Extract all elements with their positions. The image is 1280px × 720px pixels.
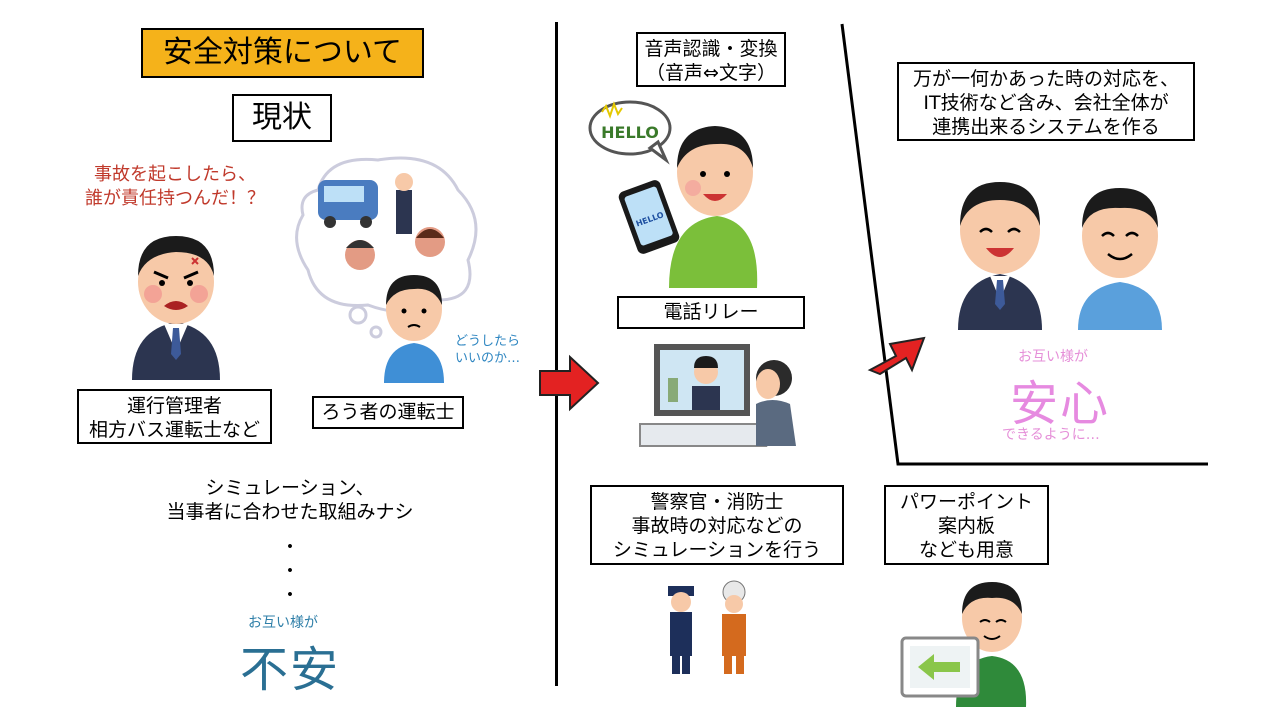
system-label: 万が一何かあった時の対応を、 IT技術など含み、会社全体が 連携出来るシステムを… bbox=[897, 62, 1195, 141]
thought-bubble-illustration bbox=[295, 156, 478, 339]
smiling-pair-illustration bbox=[958, 182, 1162, 330]
powerpoint-label: パワーポイント 案内板 なども用意 bbox=[884, 485, 1049, 565]
driver-thought: どうしたら いいのか… bbox=[455, 334, 521, 366]
police-fire-label: 警察官・消防士 事故時の対応などの シミュレーションを行う bbox=[590, 485, 844, 565]
man-with-phone-illustration: HELLO bbox=[618, 126, 758, 288]
angry-manager-illustration bbox=[132, 236, 220, 380]
continuation-dots: ・ ・ ・ bbox=[280, 536, 300, 606]
arrow-up-right-icon bbox=[867, 336, 926, 376]
manager-quote: 事故を起こしたら、 誰が責任持つんだ！？ bbox=[85, 164, 265, 209]
arrow-right-icon bbox=[539, 354, 600, 412]
guide-board-illustration bbox=[900, 582, 1027, 707]
column-divider bbox=[555, 22, 558, 686]
no-simulation-text: シミュレーション、 当事者に合わせた取組みナシ bbox=[166, 477, 414, 523]
phone-relay-label: 電話リレー bbox=[617, 296, 805, 329]
worried-driver-illustration bbox=[384, 275, 444, 383]
relief-suffix: できるように… bbox=[1002, 427, 1100, 443]
hello-speech-bubble: HELLO bbox=[588, 100, 672, 165]
driver-label: ろう者の運転士 bbox=[312, 396, 464, 429]
current-status-label: 現状 bbox=[232, 94, 332, 142]
manager-label: 運行管理者 相方バス運転士など bbox=[77, 389, 272, 444]
anxiety-word: 不安 bbox=[240, 642, 341, 698]
mutual-label-anxiety: お互い様が bbox=[248, 615, 318, 631]
police-firefighter-illustration bbox=[668, 580, 746, 674]
hello-text: HELLO bbox=[601, 123, 659, 142]
speech-recognition-label: 音声認識・変換 （音声⇔文字） bbox=[636, 32, 786, 87]
relief-word: 安心 bbox=[1010, 376, 1111, 432]
page-title: 安全対策について bbox=[141, 28, 424, 78]
mutual-label-relief: お互い様が bbox=[1018, 349, 1088, 365]
video-relay-illustration bbox=[639, 344, 796, 447]
